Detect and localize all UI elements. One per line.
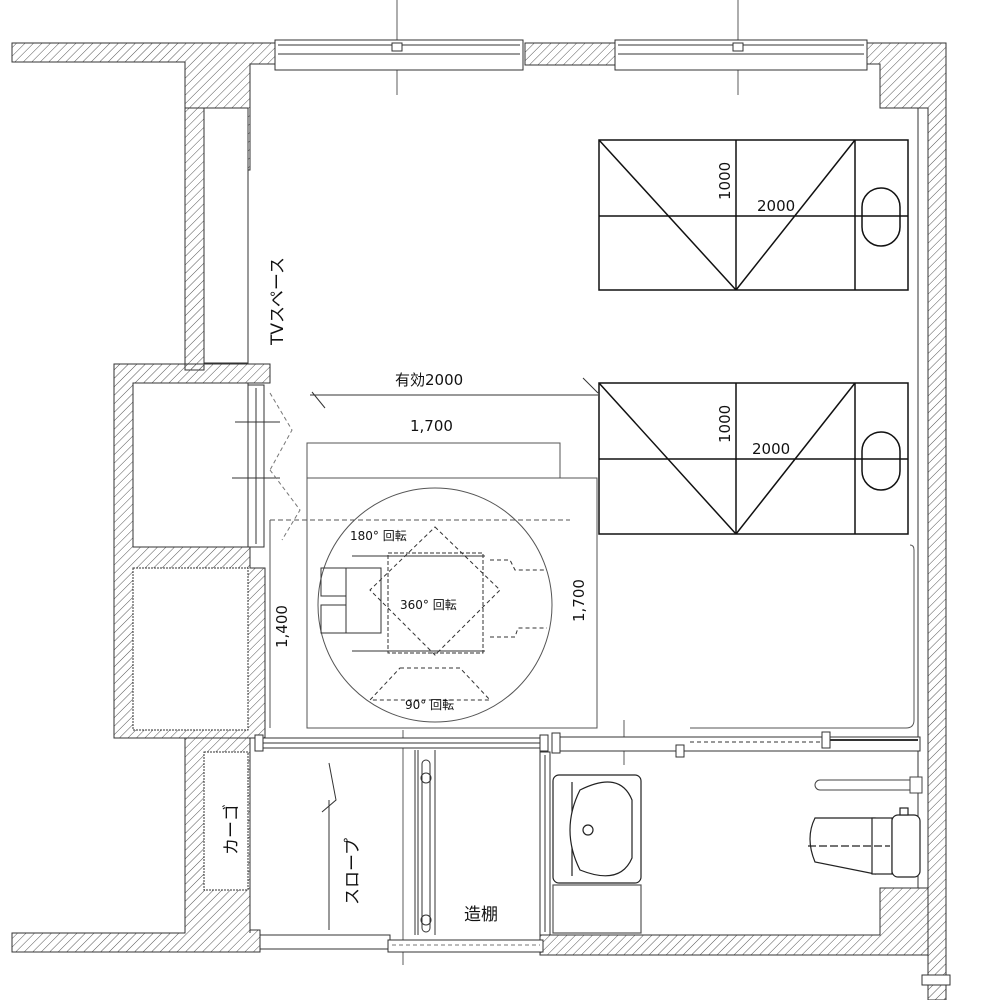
dimension-effective: [310, 377, 599, 409]
bed-1: [598, 139, 909, 291]
turning-space: [269, 442, 598, 729]
window-top-right: [614, 39, 868, 71]
cargo-label: カーゴ: [222, 804, 242, 855]
bed-2-length-label: 2000: [752, 440, 791, 458]
tv-space-label: TVスペース: [268, 257, 288, 345]
wall-top-mid: [524, 42, 616, 66]
slope-area: [249, 750, 436, 935]
washbasin: [552, 774, 642, 934]
closet-door: [232, 384, 280, 548]
grab-bar: [814, 776, 923, 794]
left-closet-walls: [113, 363, 271, 739]
bed-1-length-label: 2000: [757, 197, 796, 215]
built-in-shelf-label: 造棚: [464, 905, 498, 925]
tv-space-niche: [184, 107, 249, 371]
turning-height-label: 1,700: [570, 579, 588, 622]
rotate-360-label: 360° 回転: [400, 598, 457, 612]
exterior-wall-bottom: [539, 887, 929, 956]
window-top-left: [274, 39, 524, 71]
toilet: [808, 807, 921, 878]
slope-label: スロープ: [343, 838, 363, 905]
exterior-wall-top-right: [866, 42, 947, 1000]
wheelchair: [320, 526, 547, 701]
effective-width-label: 有効2000: [395, 371, 464, 389]
partition-vertical: [539, 751, 551, 936]
bed-2: [598, 382, 909, 535]
exterior-wall-lower-left: [11, 737, 261, 953]
bed-2-width-label: 1000: [716, 404, 734, 443]
bed-1-width-label: 1000: [716, 161, 734, 200]
door-swing: [269, 392, 301, 541]
rotate-90-label: 90° 回転: [405, 698, 455, 712]
turning-width-label: 1,700: [410, 417, 453, 435]
partition-sliding-doors: [254, 731, 921, 758]
corridor-width-label: 1,400: [273, 605, 291, 648]
rotate-180-label: 180° 回転: [350, 529, 407, 543]
